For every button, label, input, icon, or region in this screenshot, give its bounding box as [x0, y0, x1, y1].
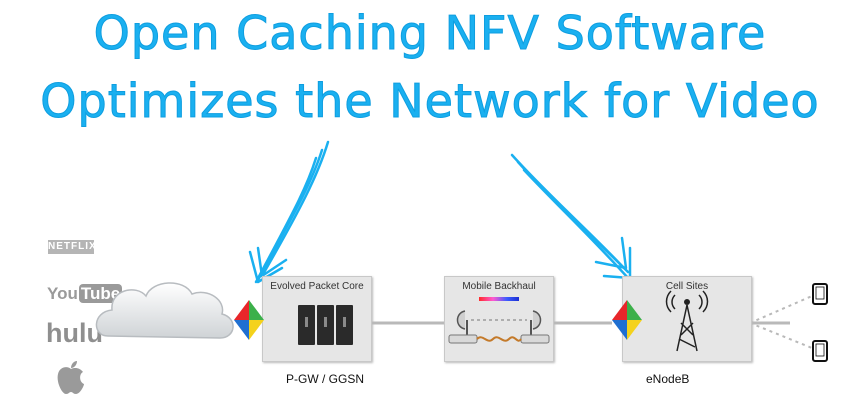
evolved-packet-core-label: Evolved Packet Core — [270, 281, 364, 292]
mobile-backhaul-box: Mobile Backhaul — [444, 276, 554, 362]
youtube-logo-you: You — [47, 284, 78, 303]
cell-sites-box: Cell Sites — [622, 276, 752, 362]
arrow-to-packet-core — [248, 140, 330, 284]
wireless-link-top — [749, 295, 813, 324]
title-line-1: Open Caching NFV Software — [93, 6, 767, 60]
evolved-packet-core-box: Evolved Packet Core — [262, 276, 372, 362]
title-line-2: Optimizes the Network for Video — [40, 74, 820, 128]
tablet-icon-top — [812, 283, 828, 305]
cell-tower-icon — [665, 290, 709, 352]
cell-sites-label: Cell Sites — [665, 281, 709, 292]
wireless-link-bottom — [749, 322, 813, 349]
open-caching-diamond-icon-cell — [612, 300, 642, 340]
cell-sites-caption: eNodeB — [646, 372, 690, 386]
server-rack-icon — [298, 305, 353, 345]
arrow-to-cell-sites — [510, 153, 632, 280]
youtube-logo-tube: Tube — [78, 284, 123, 303]
netflix-logo: NETFLIX — [48, 240, 97, 254]
hulu-logo: hulu — [46, 318, 103, 348]
apple-icon — [54, 360, 88, 401]
microwave-link-icon — [448, 297, 550, 344]
tablet-icon-bottom — [812, 340, 828, 362]
mobile-backhaul-label: Mobile Backhaul — [462, 281, 536, 292]
packet-core-caption: P-GW / GGSN — [286, 372, 364, 386]
cloud-icon — [95, 282, 234, 339]
open-caching-diamond-icon-core — [234, 300, 264, 340]
